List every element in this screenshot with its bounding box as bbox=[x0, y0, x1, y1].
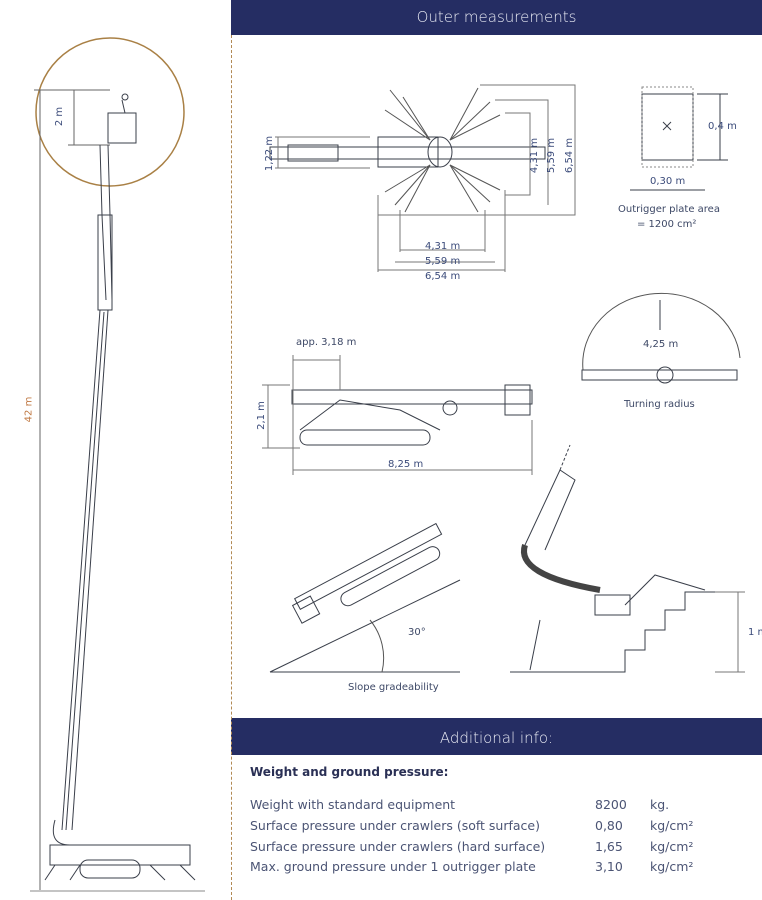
height-42m-label: 42 m bbox=[23, 396, 35, 423]
vertical-dim-1: 4,31 m bbox=[529, 137, 541, 174]
plate-area: = 1200 cm² bbox=[637, 219, 697, 230]
horizontal-dim-2: 5,59 m bbox=[425, 256, 461, 267]
info-unit: kg/cm² bbox=[650, 859, 694, 874]
stairs-drawing bbox=[510, 444, 745, 673]
info-label: Surface pressure under crawlers (hard su… bbox=[250, 839, 546, 854]
additional-info-header: Additional info: bbox=[231, 718, 762, 755]
info-unit: kg. bbox=[650, 797, 670, 812]
slope-angle-label: 30° bbox=[408, 627, 426, 638]
slope-caption: Slope gradeability bbox=[348, 682, 439, 693]
outrigger-plate-drawing bbox=[630, 86, 728, 191]
top-view-drawing bbox=[269, 84, 576, 272]
info-value: 3,10 bbox=[595, 859, 623, 874]
info-label: Surface pressure under crawlers (soft su… bbox=[250, 818, 540, 833]
info-row: Surface pressure under crawlers (soft su… bbox=[250, 818, 750, 838]
turning-radius-value: 4,25 m bbox=[643, 339, 679, 350]
info-value: 8200 bbox=[595, 797, 627, 812]
horizontal-dim-1: 4,31 m bbox=[425, 241, 461, 252]
info-unit: kg/cm² bbox=[650, 818, 694, 833]
side-height-label: 2,1 m bbox=[255, 401, 267, 430]
info-row: Surface pressure under crawlers (hard su… bbox=[250, 839, 750, 859]
plate-height-label: 0,4 m bbox=[708, 121, 737, 132]
slope-drawing bbox=[269, 522, 461, 673]
side-length-label: 8,25 m bbox=[388, 459, 424, 470]
info-label: Weight with standard equipment bbox=[250, 797, 456, 812]
info-row: Weight with standard equipment 8200 kg. bbox=[250, 797, 750, 817]
plate-width-label: 0,30 m bbox=[650, 176, 686, 187]
boom-width-label: 1,22 m bbox=[264, 135, 276, 172]
weight-section-title: Weight and ground pressure: bbox=[250, 765, 449, 779]
info-row: Max. ground pressure under 1 outrigger p… bbox=[250, 859, 750, 879]
info-value: 0,80 bbox=[595, 818, 623, 833]
turning-radius-caption: Turning radius bbox=[624, 399, 695, 410]
platform-highlight-circle bbox=[35, 37, 185, 187]
horizontal-dim-3: 6,54 m bbox=[425, 271, 461, 282]
info-value: 1,65 bbox=[595, 839, 623, 854]
side-view-drawing bbox=[262, 355, 533, 475]
divider bbox=[231, 35, 232, 900]
lift-extended-drawing bbox=[30, 37, 205, 892]
vertical-dim-3: 6,54 m bbox=[564, 137, 576, 174]
info-unit: kg/cm² bbox=[650, 839, 694, 854]
info-label: Max. ground pressure under 1 outrigger p… bbox=[250, 859, 536, 874]
outer-measurements-header: Outer measurements bbox=[231, 0, 762, 35]
platform-2m-label: 2 m bbox=[54, 106, 66, 127]
overhang-label: app. 3,18 m bbox=[296, 337, 357, 348]
vertical-dim-2: 5,59 m bbox=[546, 137, 558, 174]
plate-caption: Outrigger plate area bbox=[618, 204, 720, 215]
step-height-label: 1 m bbox=[748, 627, 762, 638]
turning-radius-drawing bbox=[581, 292, 741, 384]
